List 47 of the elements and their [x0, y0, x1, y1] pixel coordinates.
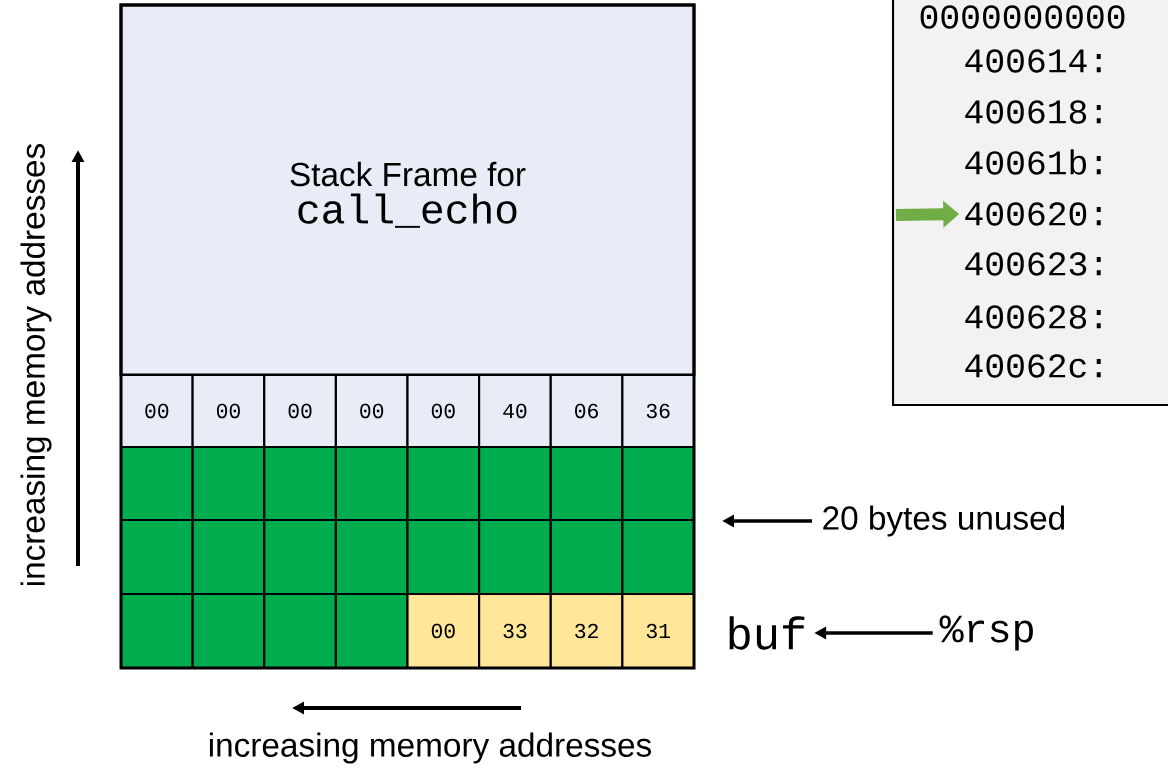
memory-cell: [263, 518, 337, 596]
memory-cell: [406, 445, 481, 522]
memory-cell: [478, 445, 552, 522]
memory-cell: [263, 592, 337, 670]
register-label: %rsp: [939, 615, 1033, 651]
memory-cell: 32: [549, 592, 624, 670]
variable-label: buf: [729, 616, 805, 650]
memory-cell: [263, 445, 337, 522]
code-line: 40062c:: [965, 354, 1101, 378]
memory-cell: [406, 518, 481, 596]
code-line: 400614:: [965, 49, 1101, 73]
memory-cell: [191, 518, 266, 596]
annotation-text: 20 bytes unused: [823, 505, 1065, 537]
code-line: 400618:: [965, 100, 1101, 124]
memory-cell: 00: [406, 373, 481, 449]
memory-cell: 40: [478, 373, 552, 449]
memory-cell: [191, 445, 266, 522]
memory-cell: 00: [406, 592, 481, 670]
memory-cell: [478, 518, 552, 596]
memory-cell: [621, 445, 696, 522]
code-line: 40061b:: [965, 149, 1101, 175]
memory-cell: 00: [119, 373, 194, 449]
memory-cell: [621, 518, 696, 596]
memory-cell: 31: [621, 592, 696, 670]
memory-cell: [119, 592, 194, 670]
code-line: 400620:: [965, 202, 1101, 226]
code-line: 400623:: [965, 252, 1101, 276]
code-line: 0000000000: [920, 5, 1125, 29]
memory-cell: [549, 518, 624, 596]
code-panel: [891, 0, 1168, 407]
code-line: 400628:: [965, 305, 1101, 329]
memory-cell: 00: [191, 373, 266, 449]
memory-cell: 36: [621, 373, 696, 449]
memory-cell: 06: [549, 373, 624, 449]
axis-label: increasing memory addresses: [20, 144, 52, 586]
memory-cell: [334, 592, 409, 670]
memory-cell: [119, 445, 194, 522]
memory-cell: [334, 445, 409, 522]
memory-cell: [191, 592, 266, 670]
memory-cell: [119, 518, 194, 596]
memory-cell: [549, 445, 624, 522]
axis-label: increasing memory addresses: [209, 732, 651, 764]
memory-cell: 00: [263, 373, 337, 449]
memory-cell: [334, 518, 409, 596]
memory-cell: 00: [334, 373, 409, 449]
memory-cell: 33: [478, 592, 552, 670]
stack-frame-box: Stack Frame for call_echo: [119, 3, 696, 377]
